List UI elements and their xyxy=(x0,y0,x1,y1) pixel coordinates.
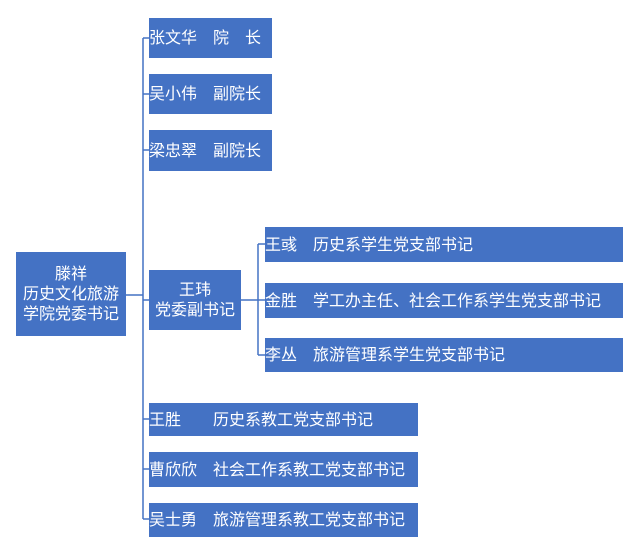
child-node-4-line-1: 王玮 xyxy=(178,280,211,299)
grandchild-node-3-label: 李丛 旅游管理系学生党支部书记 xyxy=(265,345,506,364)
grandchild-node-1: 王彧 历史系学生党支部书记 xyxy=(265,227,623,262)
child-node-6-label: 曹欣欣 社会工作系教工党支部书记 xyxy=(149,459,406,479)
root-line-3: 学院党委书记 xyxy=(22,304,119,323)
child-node-3-label: 梁忠翠 副院长 xyxy=(149,140,262,160)
child-node-2-label: 吴小伟 副院长 xyxy=(149,84,262,103)
grandchild-node-2-label: 金胜 学工办主任、社会工作系学生党支部书记 xyxy=(265,290,602,310)
root-line-1: 滕祥 xyxy=(54,264,87,283)
child-node-6: 曹欣欣 社会工作系教工党支部书记 xyxy=(149,452,418,487)
child-node-7: 吴士勇 旅游管理系教工党支部书记 xyxy=(149,503,418,537)
child-node-1-label: 张文华 院 长 xyxy=(149,28,262,47)
root-node: 滕祥 历史文化旅游 学院党委书记 xyxy=(16,252,126,336)
child-node-1: 张文华 院 长 xyxy=(149,18,272,58)
child-node-5: 王胜 历史系教工党支部书记 xyxy=(149,403,418,436)
child-node-4-line-2: 党委副书记 xyxy=(154,300,235,319)
root-line-2: 历史文化旅游 xyxy=(22,284,119,303)
child-node-4: 王玮 党委副书记 xyxy=(149,270,241,330)
child-node-2: 吴小伟 副院长 xyxy=(149,74,272,114)
child-node-7-label: 吴士勇 旅游管理系教工党支部书记 xyxy=(149,510,406,529)
grandchild-node-2: 金胜 学工办主任、社会工作系学生党支部书记 xyxy=(265,283,623,318)
child-node-3: 梁忠翠 副院长 xyxy=(149,130,272,171)
child-node-5-label: 王胜 历史系教工党支部书记 xyxy=(149,409,374,429)
grandchild-node-3: 李丛 旅游管理系学生党支部书记 xyxy=(265,338,623,372)
grandchild-node-1-label: 王彧 历史系学生党支部书记 xyxy=(265,234,474,254)
